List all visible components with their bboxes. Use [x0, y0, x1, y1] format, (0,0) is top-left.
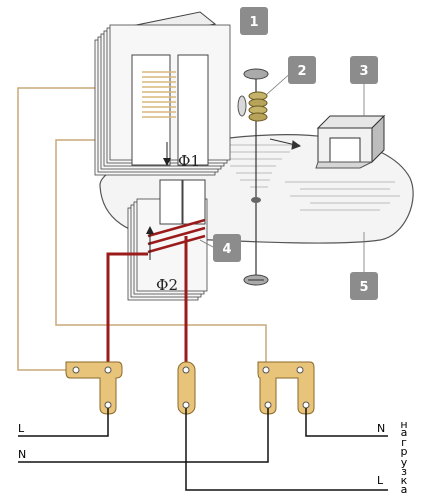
svg-text:г: г — [401, 436, 407, 449]
callout-5: 5 — [350, 232, 378, 300]
svg-text:у: у — [401, 456, 408, 469]
svg-text:к: к — [401, 474, 408, 487]
callout-1: 1 — [240, 7, 268, 35]
brake-magnet — [315, 114, 386, 169]
svg-text:2: 2 — [297, 64, 306, 79]
terminal-block-left — [65, 361, 123, 415]
current-winding — [147, 218, 206, 254]
svg-text:1: 1 — [249, 15, 258, 30]
flux-phi2-label: Ф2 — [156, 276, 178, 294]
svg-text:н: н — [400, 418, 407, 431]
worm-gear — [237, 91, 268, 122]
svg-text:р: р — [401, 445, 408, 458]
svg-text:3: 3 — [359, 64, 368, 79]
callout-4: 4 — [199, 234, 241, 262]
current-coil-wires — [106, 236, 188, 370]
terminal-block-right — [257, 361, 315, 415]
flux-phi1-label: Ф1 — [178, 152, 200, 170]
rotation-arrow — [269, 138, 302, 150]
terminal-label-right-L: L — [377, 474, 384, 487]
svg-text:5: 5 — [359, 280, 368, 295]
callout-2: 2 — [265, 56, 316, 96]
load-label: н а г р у з к а — [400, 418, 407, 496]
supply-and-load-lines — [18, 408, 388, 491]
terminal-block-middle — [177, 361, 196, 415]
svg-text:а: а — [401, 483, 408, 496]
terminal-label-left-L: L — [18, 422, 25, 435]
svg-text:з: з — [401, 465, 407, 478]
svg-text:а: а — [401, 426, 408, 439]
terminal-label-right-N: N — [377, 422, 385, 435]
callout-3: 3 — [350, 56, 378, 116]
svg-text:4: 4 — [222, 242, 231, 257]
terminal-label-left-N: N — [18, 448, 26, 461]
voltage-coil-wires — [17, 87, 267, 371]
voltage-winding — [142, 71, 176, 118]
voltage-coil-core — [94, 11, 231, 176]
